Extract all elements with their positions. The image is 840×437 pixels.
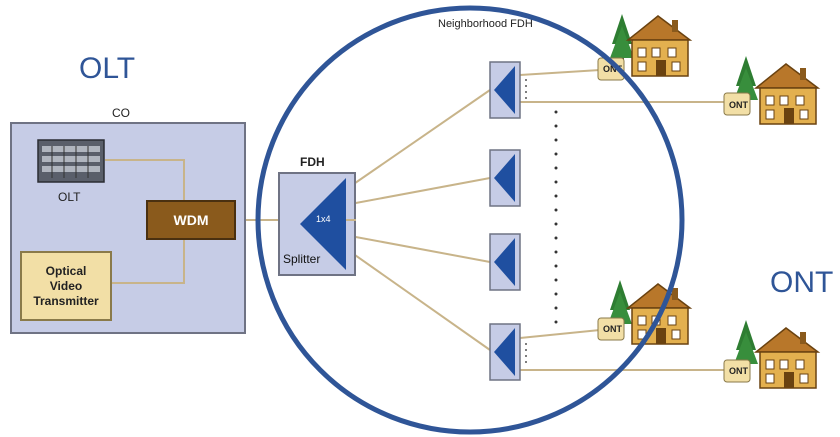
ont-tag: ONT bbox=[603, 64, 622, 74]
house-group-4 bbox=[723, 320, 819, 389]
olt-device-label: OLT bbox=[58, 190, 81, 204]
splitter-triangle-icon bbox=[489, 149, 521, 207]
splitter-ratio-label: 1x4 bbox=[316, 214, 331, 224]
house-icon bbox=[627, 15, 691, 77]
ont-tag: ONT bbox=[729, 100, 748, 110]
splitter-label: Splitter bbox=[283, 252, 321, 266]
splitter-triangle-icon bbox=[489, 323, 521, 381]
neighborhood-fdh-label: Neighborhood FDH bbox=[438, 18, 533, 30]
neighborhood-splitters bbox=[489, 61, 521, 381]
ont-title: ONT bbox=[770, 266, 834, 299]
house-group-2 bbox=[723, 56, 819, 125]
ovt-line-3: Transmitter bbox=[33, 293, 99, 308]
fdh-label: FDH bbox=[300, 155, 325, 169]
ont-tag: ONT bbox=[729, 366, 748, 376]
olt-title: OLT bbox=[79, 52, 136, 85]
house-icon bbox=[755, 63, 819, 125]
house-icon bbox=[755, 327, 819, 389]
splitter-port-dots bbox=[525, 79, 527, 363]
optical-video-transmitter-box: Optical Video Transmitter bbox=[20, 251, 112, 321]
ovt-line-2: Video bbox=[49, 278, 83, 293]
ellipsis-dots bbox=[554, 110, 558, 324]
fdh-fanout-lines bbox=[344, 89, 491, 351]
splitter-triangle-icon bbox=[489, 233, 521, 291]
splitter-triangle-icon bbox=[489, 61, 521, 119]
wdm-label: WDM bbox=[173, 212, 209, 228]
wdm-box: WDM bbox=[146, 200, 236, 240]
ovt-line-1: Optical bbox=[45, 263, 87, 278]
ont-tag: ONT bbox=[603, 324, 622, 334]
house-group-3 bbox=[597, 280, 691, 345]
co-label: CO bbox=[112, 106, 130, 120]
house-icon bbox=[627, 283, 691, 345]
